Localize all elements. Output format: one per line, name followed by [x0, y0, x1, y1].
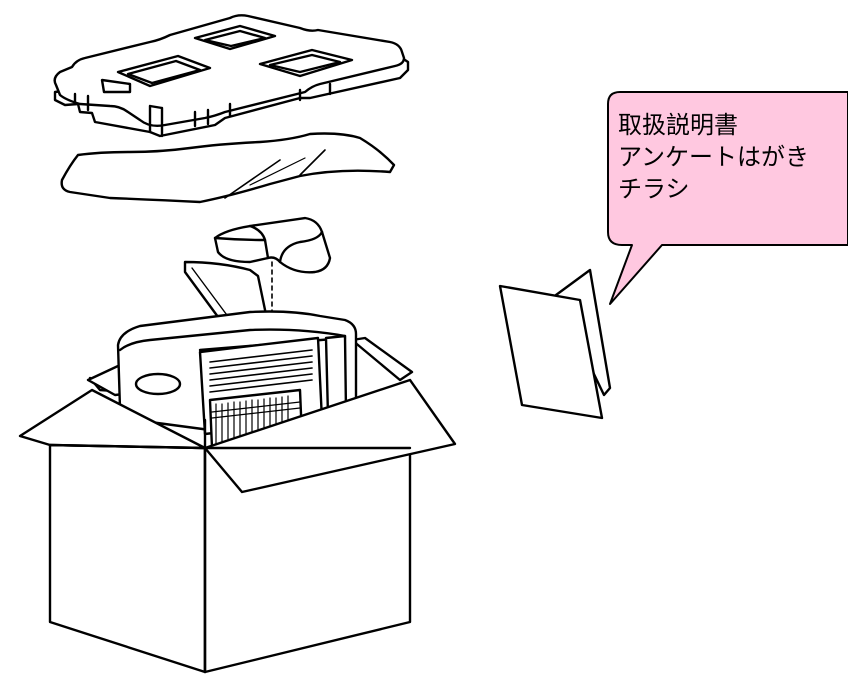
callout-bubble [608, 92, 848, 304]
foam-cushion-icon [215, 218, 330, 332]
document-leaflets-icon [500, 270, 610, 418]
plastic-bag-icon [62, 134, 394, 203]
callout-line-flyer: チラシ [618, 175, 690, 203]
cardboard-box-front [20, 380, 455, 672]
callout-line-manual: 取扱説明書 [618, 111, 738, 139]
callout-text-block: 取扱説明書 アンケートはがき チラシ [618, 109, 848, 205]
packing-tray-top-icon [55, 15, 408, 136]
callout-line-survey-postcard: アンケートはがき [618, 143, 810, 171]
